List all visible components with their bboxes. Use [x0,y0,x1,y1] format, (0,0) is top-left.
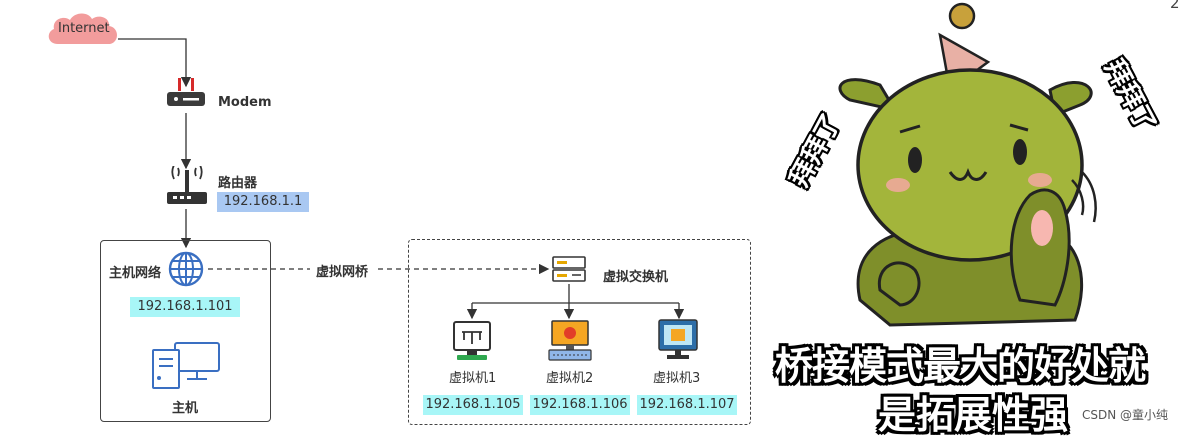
meme-caption-line2: 是拓展性强 [878,393,1069,437]
vm2-ip-badge: 192.168.1.106 [530,395,630,415]
modem-label: Modem [218,95,272,110]
host-network-ip-badge: 192.168.1.101 [130,297,240,317]
vm-monitor-icon [658,319,698,359]
internet-to-modem-line [118,38,192,88]
vm1-device [451,320,493,362]
connector-layer [118,38,685,320]
switch-to-vms-lines [472,284,679,304]
host-label: 主机 [172,401,199,416]
switch-label: 虚拟交换机 [603,270,669,285]
internet-label: Internet [58,21,110,36]
internet-cloud: Internet [44,10,122,50]
host-computer [150,340,222,390]
cloud-icon [48,13,118,44]
host-network-label: 主机网络 [109,266,162,281]
vm-monitor-icon [453,321,491,360]
router-icon [167,164,207,204]
vm1-label: 虚拟机1 [449,371,497,386]
modem-device [166,76,208,110]
switch-icon [552,256,586,282]
computer-icon [152,342,220,389]
vm2-device [548,320,592,362]
meme-caption-line1: 桥接模式最大的好处就 [775,344,1146,388]
waving-creature-illustration [838,2,1097,327]
vm3-label: 虚拟机3 [653,371,701,386]
router-ip-badge: 192.168.1.1 [217,192,309,212]
globe-icon [168,251,204,287]
csdn-watermark: CSDN @童小纯 [1082,408,1169,422]
virtual-env-box [408,239,751,425]
corner-page-mark: 2 [1170,0,1180,12]
vm3-ip-badge: 192.168.1.107 [637,395,737,415]
bridge-label: 虚拟网桥 [316,265,369,280]
meme-character [820,0,1120,345]
router-label: 路由器 [218,176,258,191]
host-box [100,240,271,422]
modem-icon [167,78,205,106]
virtual-switch-device [552,256,586,284]
vm2-label: 虚拟机2 [546,371,594,386]
host-network-globe [167,250,205,288]
vm1-ip-badge: 192.168.1.105 [423,395,523,415]
router-device [164,164,210,210]
vm3-device [656,318,700,362]
vm-monitor-icon [548,320,592,361]
